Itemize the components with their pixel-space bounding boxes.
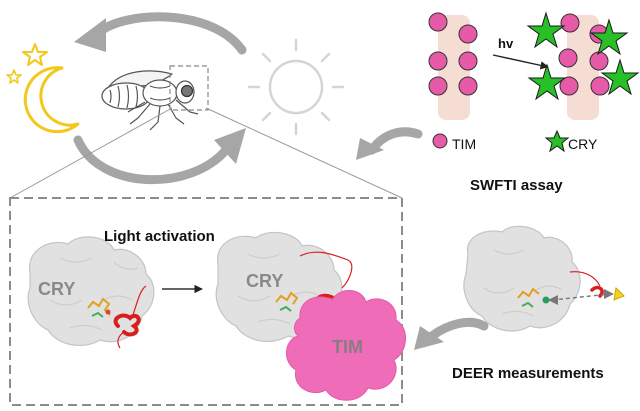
sun-icon — [247, 38, 345, 136]
cry-protein-left-label: CRY — [38, 279, 76, 299]
star-icon — [22, 43, 48, 66]
tim-blob-label: TIM — [332, 337, 363, 357]
cry-star — [527, 63, 567, 101]
fly-icon — [101, 70, 199, 131]
swfti-assay-label: SWFTI assay — [470, 177, 563, 194]
cry-star — [589, 18, 629, 56]
tim-legend-label: TIM — [452, 136, 477, 152]
cry-star — [600, 58, 640, 96]
hv-arrow — [492, 54, 549, 70]
tim-blob — [286, 290, 406, 401]
cry-star — [526, 11, 566, 49]
star-icon — [6, 69, 22, 84]
deer-measurements-label: DEER measurements — [452, 365, 604, 382]
cry-protein-left — [27, 236, 155, 349]
zoom-line-left — [9, 107, 173, 199]
zoom-line-right — [205, 107, 403, 199]
arrow-swfti-to-panel — [356, 127, 423, 160]
tim-legend-swatch — [432, 133, 448, 149]
cry-protein-right-label: CRY — [246, 271, 284, 291]
light-activation-panel — [9, 197, 403, 406]
light-activation-label: Light activation — [104, 228, 215, 245]
zoom-box — [169, 65, 209, 111]
cry-legend-label: CRY — [568, 136, 598, 152]
hv-label: hv — [498, 36, 514, 51]
cycle-arrow-bottom — [73, 128, 246, 185]
swfti-bead-right — [558, 13, 610, 120]
moon-icon — [23, 66, 80, 134]
cry-protein-deer — [463, 225, 625, 332]
cry-star-group — [526, 11, 640, 101]
swfti-bead-left — [428, 12, 478, 120]
cycle-arrow-top — [74, 12, 247, 55]
cry-legend-swatch — [544, 129, 570, 153]
arrow-deer-to-panel — [414, 317, 489, 350]
